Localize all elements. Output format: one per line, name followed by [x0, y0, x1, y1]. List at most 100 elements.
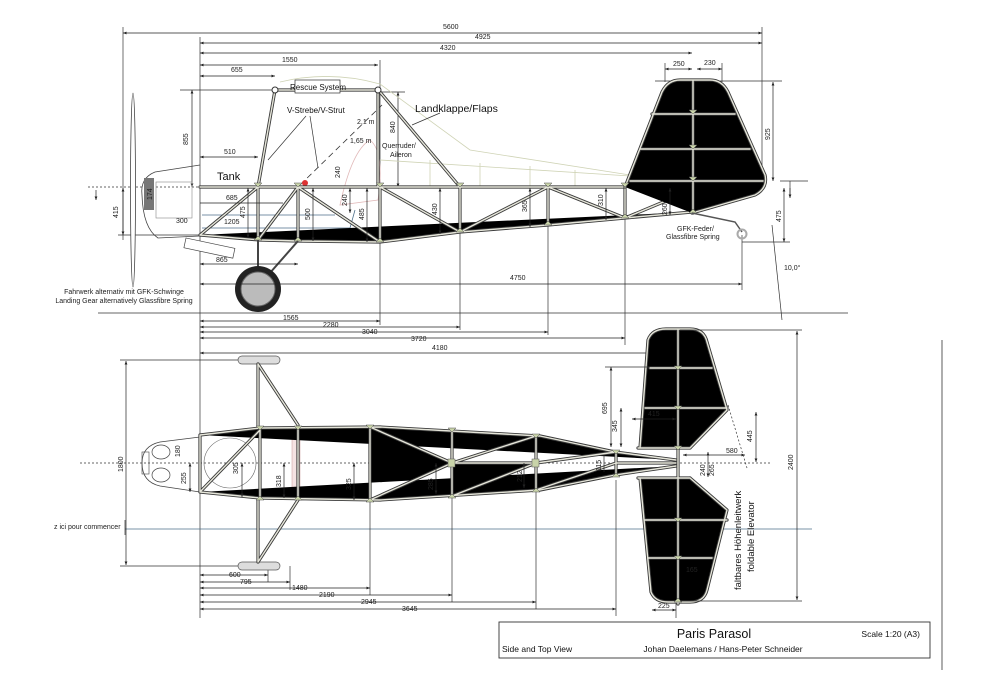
title-block-frame — [498, 621, 931, 659]
angle-label: 10,0° — [784, 264, 801, 272]
dim-240: 240 — [700, 464, 707, 476]
cg-marker — [302, 180, 308, 186]
dim-318: 318 — [276, 475, 283, 487]
dim-415: 415 — [113, 206, 120, 218]
dim-695: 695 — [602, 402, 609, 414]
spinner — [141, 451, 150, 475]
pilot-figure — [339, 139, 381, 206]
tail-spring — [691, 212, 743, 233]
wheel-hub — [240, 271, 276, 307]
dim-240-a: 240 — [335, 166, 342, 178]
start-note: z ici pour commencer — [54, 524, 121, 531]
dim-300: 300 — [176, 218, 188, 225]
cylinder — [151, 467, 171, 483]
wing-outline — [279, 76, 631, 187]
dim-240-b: 240 — [342, 194, 349, 206]
aileron-label-de: Querruder/ — [382, 143, 416, 150]
pilot-height-short: 1,65 m — [350, 138, 372, 145]
dim-3720: 3720 — [411, 336, 427, 343]
dim-174: 174 — [147, 188, 154, 200]
dim-310: 310 — [598, 194, 605, 206]
dim-4750: 4750 — [510, 275, 526, 282]
dim-212: 212 — [517, 470, 524, 482]
top-view: z ici pour commencer 1800 — [54, 327, 812, 618]
stabilizer-elevator — [636, 327, 729, 606]
elevator-label-en: foldable Elevator — [746, 501, 757, 572]
rescue-system-label: Rescue System — [290, 83, 346, 92]
dim-655: 655 — [231, 67, 243, 74]
dim-415: 415 — [648, 411, 660, 418]
elevator-label-de: faltbares Höhenleitwerk — [733, 490, 744, 590]
pilot-height-line — [299, 104, 383, 186]
dim-1565: 1565 — [283, 315, 299, 322]
dim-865: 865 — [216, 257, 228, 264]
dim-510: 510 — [224, 149, 236, 156]
tank-label: Tank — [217, 171, 241, 183]
dim-2945: 2945 — [361, 599, 377, 606]
engine — [144, 178, 154, 210]
dim-225: 225 — [658, 603, 670, 610]
dim-475: 475 — [240, 206, 247, 218]
dim-2400: 2400 — [788, 454, 795, 470]
dim-4320: 4320 — [440, 45, 456, 52]
dim-180: 180 — [175, 445, 182, 457]
leader-line — [267, 115, 319, 169]
angle-line — [771, 224, 783, 321]
dim-115: 115 — [596, 460, 603, 471]
dim-3645: 3645 — [402, 606, 418, 613]
nose-outline — [141, 436, 201, 493]
gear-note-en: Landing Gear alternatively Glassfibre Sp… — [55, 298, 192, 305]
wing-attach — [271, 86, 279, 94]
flaps-label: Landklappe/Flaps — [415, 103, 498, 115]
dim-265: 265 — [709, 464, 716, 476]
gusset-plate — [447, 458, 456, 468]
dim-600: 600 — [229, 572, 241, 579]
dim-840: 840 — [390, 121, 397, 133]
drawing-authors: Johan Daelemans / Hans-Peter Schneider — [643, 644, 802, 654]
dim-485: 485 — [359, 208, 366, 220]
dim-855: 855 — [183, 133, 190, 145]
dim-2280: 2280 — [323, 322, 339, 329]
drawing-scale: Scale 1:20 (A3) — [861, 629, 920, 639]
cylinder — [151, 444, 171, 460]
top-gussets — [255, 365, 683, 603]
dim-1205: 1205 — [224, 219, 240, 226]
tail-wheel — [736, 228, 748, 240]
station-lines — [267, 480, 677, 618]
aileron-label-en: Aileron — [390, 152, 412, 159]
rescue-system-box — [294, 79, 341, 94]
dim-260: 260 — [662, 203, 669, 215]
tank-outline — [203, 437, 257, 489]
propeller — [130, 92, 136, 288]
dim-1480: 1480 — [292, 585, 308, 592]
dim-500: 500 — [305, 208, 312, 220]
gear-note-de: Fahrwerk alternativ mit GFK-Schwinge — [64, 289, 184, 296]
title-block: Paris Parasol Scale 1:20 (A3) Side and T… — [498, 621, 931, 659]
dim-475-tail: 475 — [776, 210, 783, 222]
dim-305: 305 — [233, 462, 240, 474]
dim-580: 580 — [726, 448, 738, 455]
v-strut-label: V-Strebe/V-Strut — [287, 106, 346, 115]
dim-250: 250 — [673, 61, 685, 68]
dim-925: 925 — [765, 128, 772, 140]
side-view: 5600 4925 4320 1550 655 250 230 855 415 … — [55, 24, 848, 618]
pilot-height-tall: 2,1 m — [357, 119, 375, 126]
dim-4180: 4180 — [432, 345, 448, 352]
dim-1800: 1800 — [118, 456, 125, 472]
dim-685: 685 — [226, 195, 238, 202]
dim-255: 255 — [181, 472, 188, 484]
gussets — [253, 109, 698, 243]
drawing-view: Side and Top View — [502, 644, 573, 654]
cowling — [141, 164, 201, 239]
dim-3040: 3040 — [362, 329, 378, 336]
dim-345: 345 — [612, 420, 619, 432]
dim-4925: 4925 — [475, 34, 491, 41]
gusset-plate — [531, 458, 540, 468]
dim-165: 165 — [686, 567, 698, 574]
fold-line — [727, 404, 748, 469]
dim-325: 325 — [346, 478, 353, 490]
dim-430: 430 — [432, 203, 439, 215]
dim-1550: 1550 — [282, 57, 298, 64]
dim-230: 230 — [704, 60, 716, 67]
